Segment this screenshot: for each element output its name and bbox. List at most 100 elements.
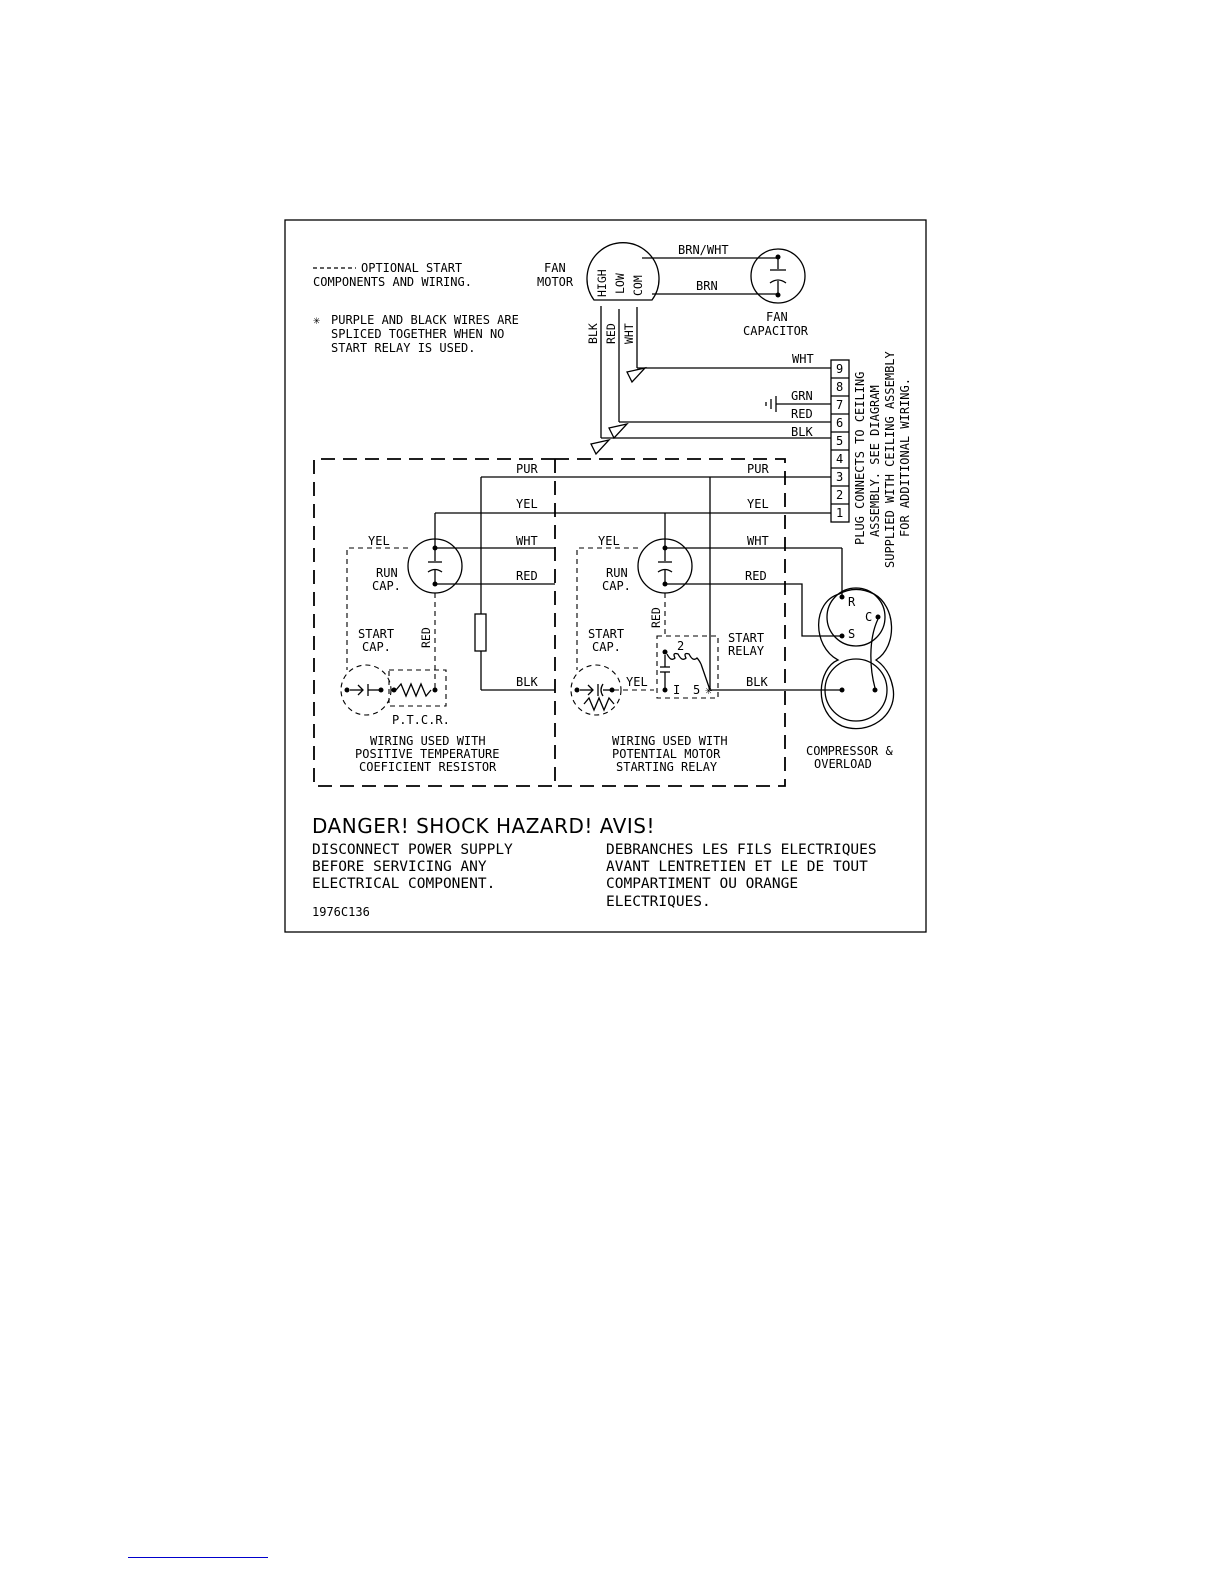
- fan-motor-symbol: [586, 242, 660, 301]
- warning-fr-line3: COMPARTIMENT OU ORANGE: [606, 876, 798, 892]
- warning-fr-line4: ELECTRIQUES.: [606, 894, 711, 910]
- right-panel-relay: YEL RUN CAP. RED START CAP. YEL 2 I 5 ✳ …: [570, 534, 765, 774]
- wire-label-wht-right: WHT: [747, 534, 769, 548]
- overload-symbol: [824, 658, 888, 722]
- wire-label-red-right: RED: [745, 569, 767, 583]
- fan-capacitor-label-line1: FAN: [766, 310, 788, 324]
- left-start-capacitor: [340, 664, 392, 716]
- plug-note-line3: SUPPLIED WITH CEILING ASSEMBLY: [883, 350, 897, 568]
- fan-motor-leads: BLK RED WHT WHT RED BLK: [586, 306, 831, 456]
- wire-label-wht-9: WHT: [792, 352, 814, 366]
- fan-motor-label-line2: MOTOR: [537, 275, 574, 289]
- legend-optional-line1: OPTIONAL START: [361, 261, 462, 275]
- warning-fr-line2: AVANT LENTRETIEN ET LE DE TOUT: [606, 859, 868, 875]
- warning-block: DANGER! SHOCK HAZARD! AVIS! DISCONNECT P…: [312, 814, 877, 919]
- start-relay-symbol: [656, 635, 719, 699]
- legend-note-line3: START RELAY IS USED.: [331, 341, 476, 355]
- left-caption-line3: COEFICIENT RESISTOR: [359, 760, 497, 774]
- right-start-cap-label-line2: CAP.: [592, 640, 621, 654]
- wire-label-pur-left: PUR: [516, 462, 538, 476]
- fan-motor-label-line1: FAN: [544, 261, 566, 275]
- plug-connector: 9 8 7 6 5 4 3 2 1 PLUG CONNECTS TO CEILI…: [830, 350, 912, 568]
- ground-wire: GRN: [765, 389, 831, 412]
- wire-label-yel-left: YEL: [516, 497, 538, 511]
- bus-wiring: PUR PUR YEL YEL WHT WHT RED RED BLK BLK: [434, 462, 843, 691]
- wire-label-yel-right: YEL: [747, 497, 769, 511]
- ptcr-label: P.T.C.R.: [392, 713, 450, 727]
- legend-note-line1: PURPLE AND BLACK WIRES ARE: [331, 313, 519, 327]
- right-caption-line3: STARTING RELAY: [616, 760, 718, 774]
- compressor-terminal-block: [826, 587, 886, 647]
- right-caption-line1: WIRING USED WITH: [612, 734, 728, 748]
- legend: OPTIONAL START COMPONENTS AND WIRING. ✳ …: [313, 261, 519, 355]
- wire-label-brn: BRN: [696, 279, 718, 293]
- right-run-cap-label-line1: RUN: [606, 566, 628, 580]
- plug-pin-6: 6: [836, 416, 843, 430]
- left-run-cap-label-line1: RUN: [376, 566, 398, 580]
- wire-label-pur-right: PUR: [747, 462, 769, 476]
- warning-fr-line1: DEBRANCHES LES FILS ELECTRIQUES: [606, 842, 877, 858]
- right-run-cap-label-line2: CAP.: [602, 579, 631, 593]
- right-caption-line2: POTENTIAL MOTOR: [612, 747, 721, 761]
- right-yel-label: YEL: [598, 534, 620, 548]
- legend-note-line2: SPLICED TOGETHER WHEN NO: [331, 327, 504, 341]
- fan-capacitor-symbol: [750, 248, 806, 304]
- plug-pin-2: 2: [836, 488, 843, 502]
- plug-pin-1: 1: [836, 506, 843, 520]
- start-relay-label-line1: START: [728, 631, 764, 645]
- plug-pin-4: 4: [836, 452, 843, 466]
- wire-connector: [590, 438, 611, 456]
- relay-pin-2: 2: [677, 639, 684, 653]
- left-caption-line2: POSITIVE TEMPERATURE: [355, 747, 500, 761]
- warning-en-line1: DISCONNECT POWER SUPPLY: [312, 842, 513, 858]
- fan-capacitor-label-line2: CAPACITOR: [743, 324, 809, 338]
- wire-label-wht-left: WHT: [516, 534, 538, 548]
- fan-motor: FAN MOTOR HIGH LOW COM: [537, 242, 660, 301]
- ptcr-symbol: [388, 669, 447, 707]
- wire-label-red-6: RED: [791, 407, 813, 421]
- warning-en-line2: BEFORE SERVICING ANY: [312, 859, 487, 875]
- relay-asterisk-icon: ✳: [705, 683, 712, 697]
- right-start-cap-label-line1: START: [588, 627, 624, 641]
- diagram-frame: [284, 219, 927, 933]
- asterisk-icon: ✳: [313, 313, 320, 327]
- footer-rule: [128, 1557, 268, 1558]
- compressor-label-line1: COMPRESSOR &: [806, 744, 893, 758]
- left-run-cap-label-line2: CAP.: [372, 579, 401, 593]
- plug-pin-3: 3: [836, 470, 843, 484]
- fan-capacitor-wiring: BRN/WHT BRN: [642, 243, 778, 295]
- wire-label-blk-left: BLK: [516, 675, 538, 689]
- plug-note-line1: PLUG CONNECTS TO CEILING: [853, 372, 867, 545]
- fan-motor-terminal-high: HIGH: [595, 269, 609, 297]
- left-red-label: RED: [419, 627, 433, 648]
- warning-en-line3: ELECTRICAL COMPONENT.: [312, 876, 495, 892]
- wire-connector: [608, 422, 629, 440]
- wire-label-red-left: RED: [516, 569, 538, 583]
- wire-label-brn-wht: BRN/WHT: [678, 243, 729, 257]
- plug-note-line4: FOR ADDITIONAL WIRING.: [898, 378, 912, 537]
- plug-pin-9: 9: [836, 362, 843, 376]
- fan-motor-terminal-com: COM: [631, 275, 645, 296]
- right-start-capacitor: [570, 664, 622, 716]
- lead-label-wht: WHT: [622, 323, 636, 344]
- left-caption-line1: WIRING USED WITH: [370, 734, 486, 748]
- right-red-label: RED: [649, 607, 663, 628]
- warning-heading: DANGER! SHOCK HAZARD! AVIS!: [312, 814, 655, 838]
- relay-pin-5: 5: [693, 683, 700, 697]
- lead-label-red: RED: [604, 323, 618, 344]
- left-start-cap-label-line2: CAP.: [362, 640, 391, 654]
- resistor-symbol: [474, 613, 487, 652]
- plug-pin-7: 7: [836, 398, 843, 412]
- fan-motor-terminal-low: LOW: [613, 273, 627, 294]
- terminal-s-label: S: [848, 627, 855, 641]
- terminal-c-label: C: [865, 610, 872, 624]
- plug-pin-5: 5: [836, 434, 843, 448]
- start-relay-label-line2: RELAY: [728, 644, 765, 658]
- legend-optional-line2: COMPONENTS AND WIRING.: [313, 275, 472, 289]
- drawing-number: 1976C136: [312, 905, 370, 919]
- left-yel-label: YEL: [368, 534, 390, 548]
- wire-label-blk-5: BLK: [791, 425, 813, 439]
- wire-label-grn: GRN: [791, 389, 813, 403]
- plug-note-line2: ASSEMBLY. SEE DIAGRAM: [868, 385, 882, 537]
